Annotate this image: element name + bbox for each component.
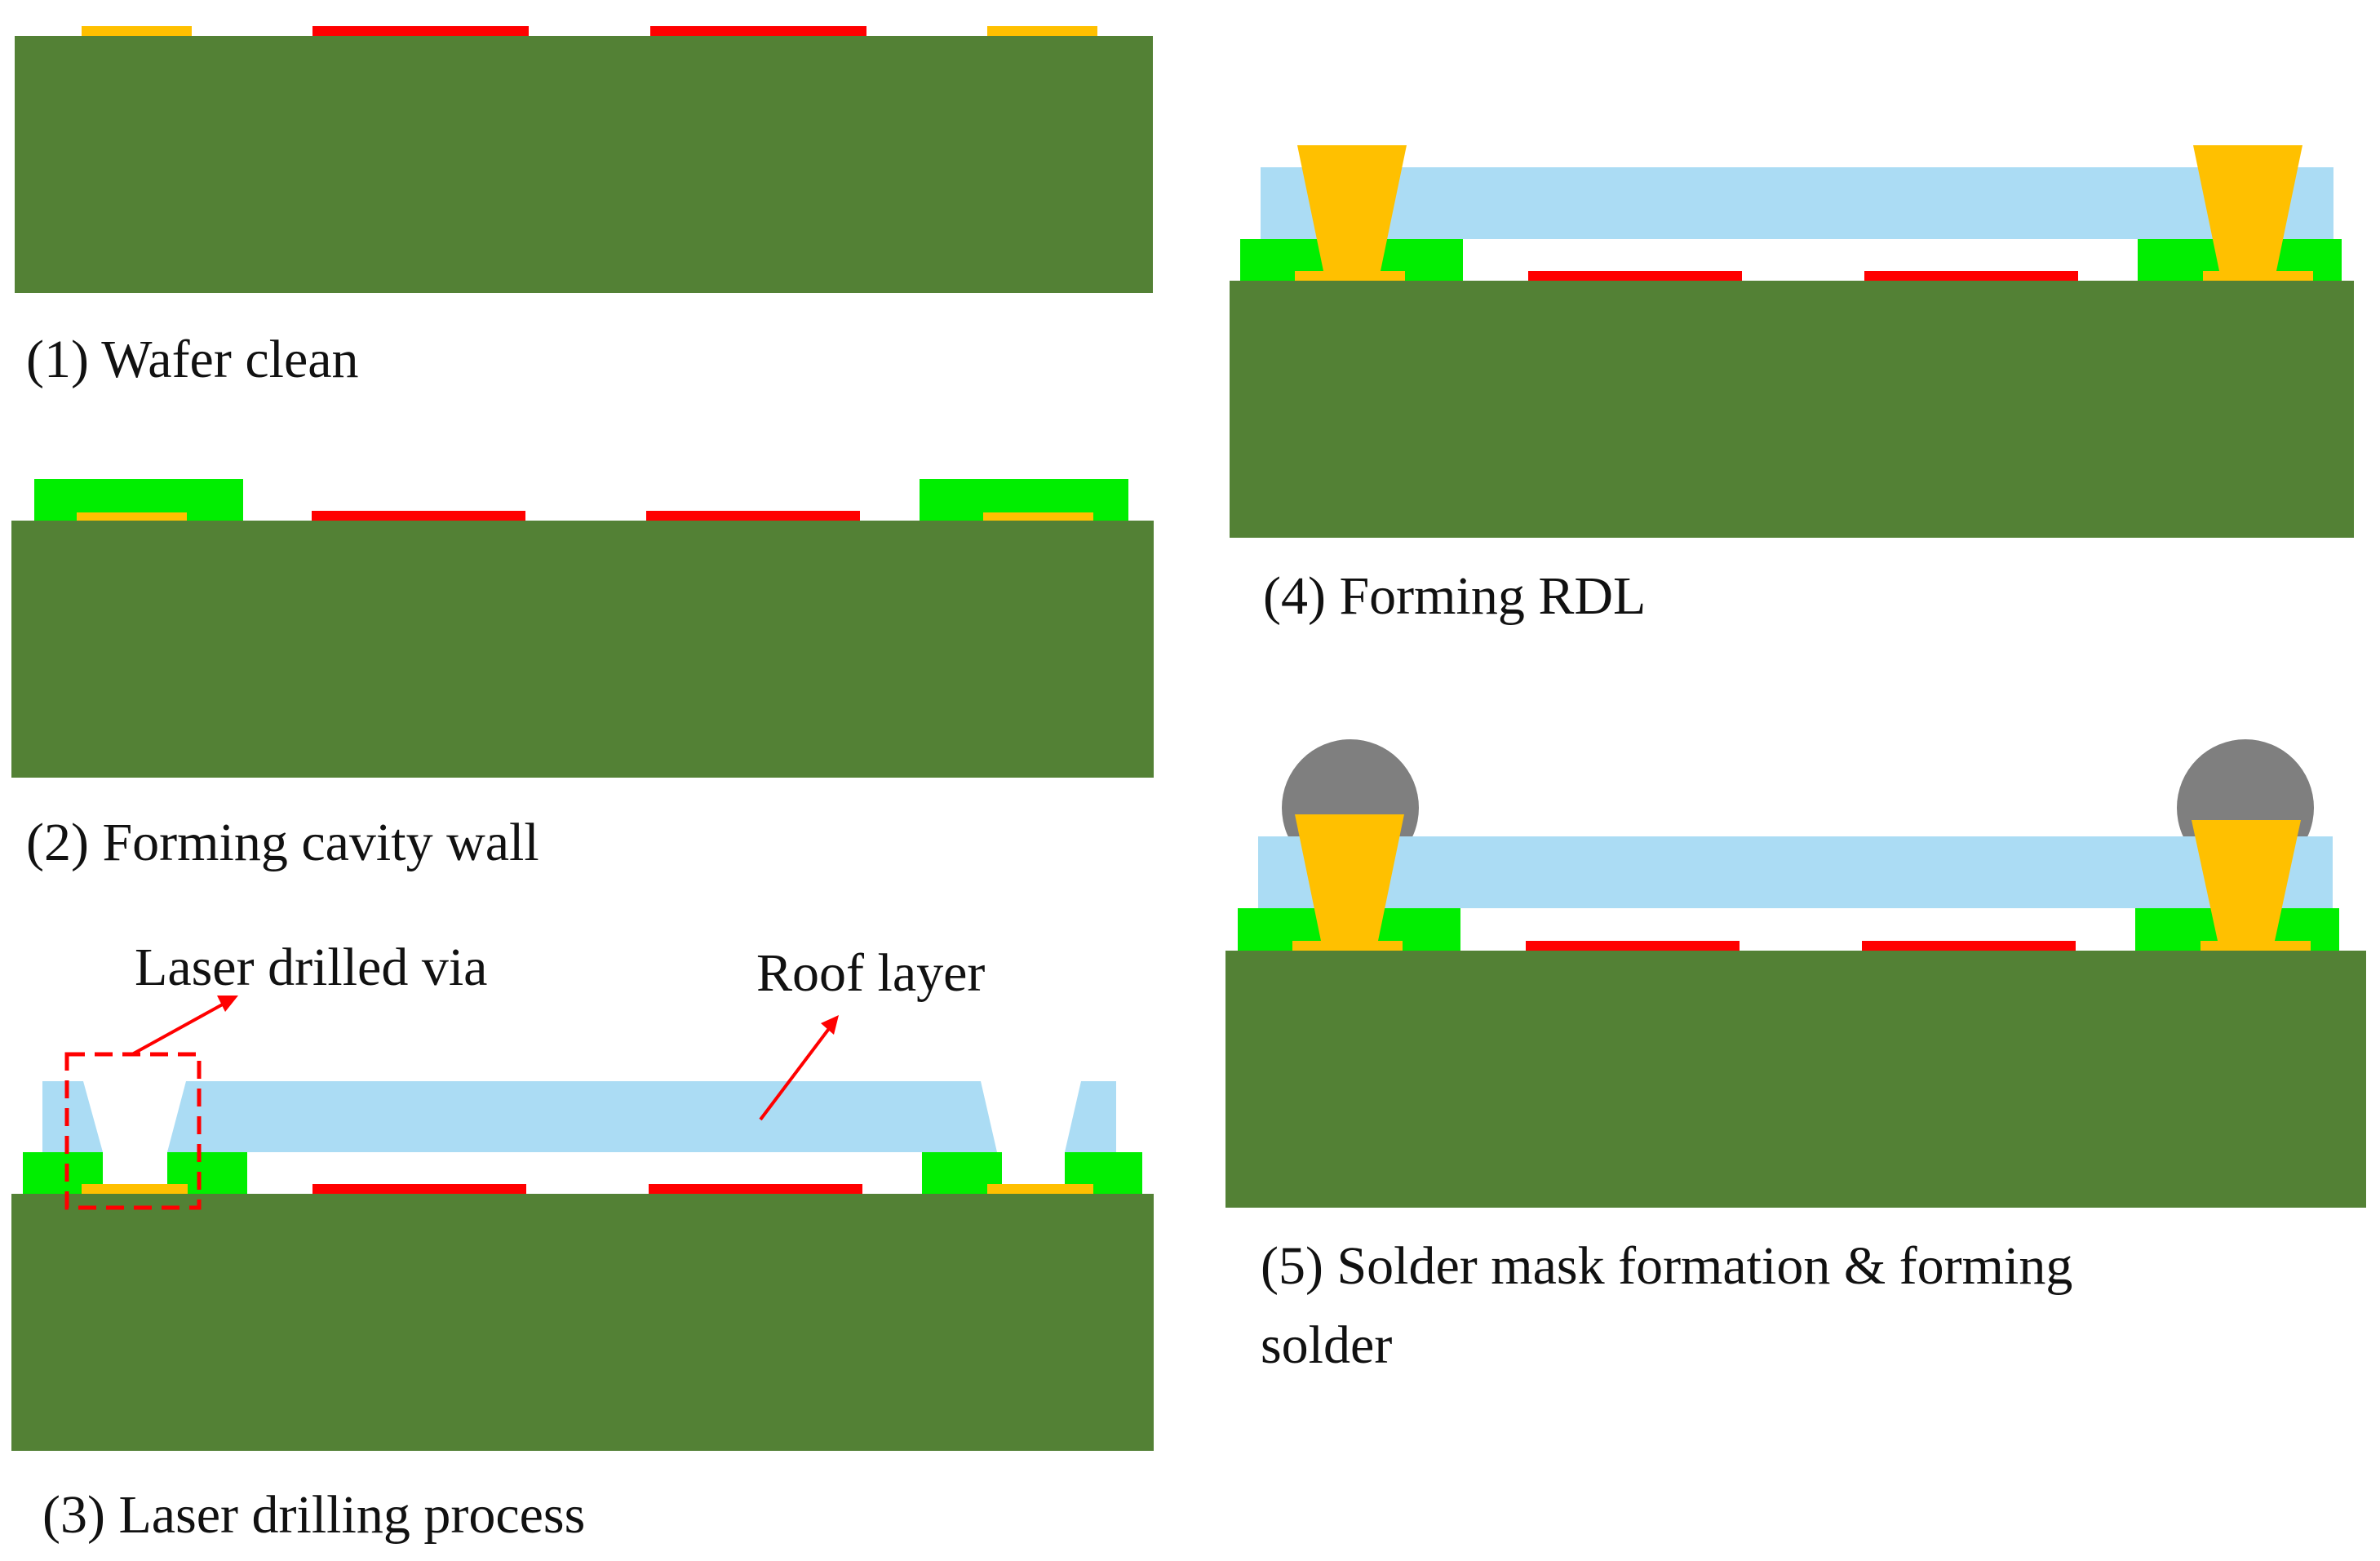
step3-roof-left-segment <box>42 1081 103 1152</box>
step4-pad-left <box>1295 271 1405 281</box>
step4-device-right <box>1864 271 2078 281</box>
step4-roof-layer <box>1261 167 2333 239</box>
step3-wafer <box>11 1194 1154 1451</box>
step4-device-left <box>1528 271 1742 281</box>
step3-device-left <box>312 1184 526 1194</box>
step3-device-right <box>649 1184 862 1194</box>
roof-callout-arrow <box>759 1025 832 1121</box>
roof-callout-arrowhead <box>821 1015 839 1035</box>
via-callout-label: Laser drilled via <box>135 938 487 997</box>
step5-caption-line2: solder <box>1261 1315 1392 1375</box>
step2-device-left <box>312 511 525 521</box>
step4-wafer <box>1230 281 2354 538</box>
step3-pad-right <box>987 1184 1093 1194</box>
step4-caption: (4) Forming RDL <box>1263 566 1646 626</box>
step2-device-right <box>646 511 860 521</box>
step1-pad-right <box>987 26 1097 36</box>
step5-caption-line1: (5) Solder mask formation & forming <box>1261 1236 2072 1296</box>
roof-callout-label: Roof layer <box>756 943 985 1003</box>
via-callout-arrow <box>131 1000 228 1056</box>
step3-caption: (3) Laser drilling process <box>42 1485 585 1545</box>
step3-roof-main <box>167 1081 997 1152</box>
step5-wafer <box>1225 951 2366 1208</box>
step5-roof-layer <box>1258 836 2333 908</box>
step5-device-left <box>1526 941 1740 951</box>
step3-pad-left <box>82 1184 188 1194</box>
step1-pad-left <box>82 26 192 36</box>
step5-via-fill-left <box>1295 814 1404 941</box>
step5-via-fill-right <box>2192 820 2301 941</box>
step2-pad-right <box>983 512 1093 521</box>
step5-pad-right <box>2201 941 2311 951</box>
step5-panel: (5) Solder mask formation & forming sold… <box>1225 739 2366 1375</box>
step5-pad-left <box>1292 941 1403 951</box>
step4-pad-right <box>2203 271 2313 281</box>
step2-caption: (2) Forming cavity wall <box>26 813 539 872</box>
step4-panel: (4) Forming RDL <box>1230 145 2354 626</box>
step1-device-left <box>312 26 529 36</box>
step1-caption: (1) Wafer clean <box>26 330 359 389</box>
step4-via-fill-left <box>1297 145 1407 271</box>
via-callout-arrowhead <box>217 996 238 1012</box>
step2-panel: (2) Forming cavity wall <box>11 479 1154 872</box>
step4-via-fill-right <box>2193 145 2302 271</box>
step5-device-right <box>1862 941 2076 951</box>
step1-device-right <box>650 26 866 36</box>
step2-wafer <box>11 521 1154 778</box>
step1-wafer <box>15 36 1153 293</box>
step3-panel: Laser drilled via Roof layer (3) Laser d… <box>11 938 1154 1545</box>
step1-panel: (1) Wafer clean <box>15 26 1153 389</box>
step3-roof-right-segment <box>1065 1081 1116 1152</box>
step2-pad-left <box>77 512 187 521</box>
